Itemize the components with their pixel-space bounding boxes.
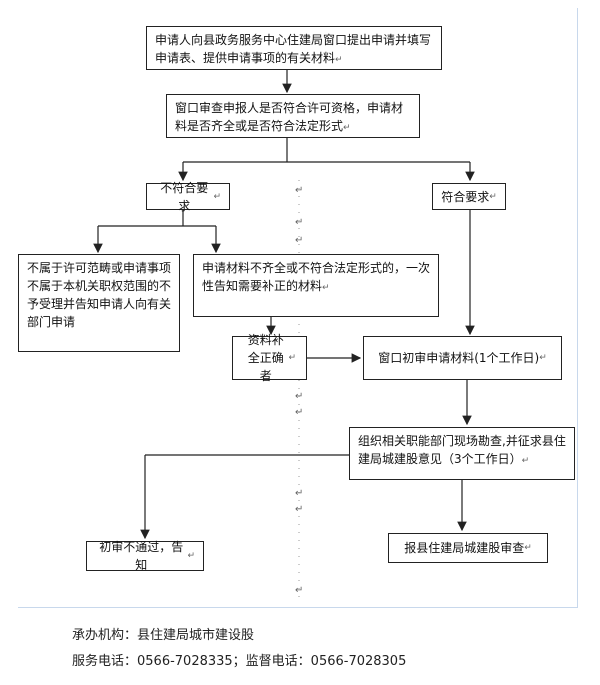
return-mark: ↵: [322, 283, 330, 293]
step-incomplete-text: 申请材料不齐全或不符合法定形式的，一次性告知需要补正的材料: [202, 261, 431, 293]
return-mark: ↵: [521, 456, 530, 466]
step-review: 窗口审查申报人是否符合许可资格，申请材料是否齐全或是否符合法定形式↵: [166, 94, 420, 138]
step-site-survey: 组织相关职能部门现场勘查,并征求县住建局城建股意见（3个工作日）↵: [349, 427, 575, 480]
return-mark: ↵: [295, 504, 304, 515]
footer-organization: 承办机构：县住建局城市建设股: [72, 628, 255, 643]
return-mark: ↵: [295, 217, 304, 228]
step-submit: 报县住建局城建股审查↵: [388, 533, 548, 563]
return-mark: ↵: [295, 185, 304, 196]
step-supplement-text: 资料补全正确者: [247, 333, 284, 383]
return-mark: ↵: [489, 191, 497, 202]
diagram-frame: [18, 8, 578, 608]
step-reject-notice: 初审不通过，告知↵: [86, 540, 204, 572]
step-qualified-text: 符合要求: [441, 189, 490, 204]
step-incomplete: 申请材料不齐全或不符合法定形式的，一次性告知需要补正的材料↵: [193, 254, 439, 317]
return-mark: ↵: [295, 391, 304, 402]
step-out-of-scope-text: 不属于许可范畴或申请事项不属于本机关职权范围的不予受理并告知申请人向有关部门申请: [27, 261, 172, 329]
return-mark: ↵: [187, 551, 195, 561]
step-not-qualified-text: 不符合要求: [160, 180, 209, 213]
step-initial-review-text: 窗口初审申请材料(1个工作日): [378, 351, 540, 365]
step-apply-text: 申请人向县政务服务中心住建局窗口提出申请并填写申请表、提供申请事项的有关材料: [155, 33, 432, 65]
step-out-of-scope: 不属于许可范畴或申请事项不属于本机关职权范围的不予受理并告知申请人向有关部门申请: [18, 254, 180, 352]
return-mark: ↵: [539, 353, 547, 363]
return-mark: ↵: [343, 123, 351, 133]
return-mark: ↵: [295, 585, 304, 596]
step-submit-text: 报县住建局城建股审查: [404, 541, 525, 555]
return-mark: ↵: [213, 191, 221, 202]
step-supplement: 资料补全正确者 ↵: [232, 333, 307, 383]
step-site-survey-text: 组织相关职能部门现场勘查,并征求县住建局城建股意见（3个工作日）: [358, 434, 566, 466]
step-reject-notice-text: 初审不通过，告知: [99, 540, 184, 572]
step-not-qualified: 不符合要求 ↵: [146, 181, 230, 213]
step-initial-review: 窗口初审申请材料(1个工作日)↵: [363, 336, 562, 380]
return-mark: ↵: [295, 407, 304, 418]
footer-phones: 服务电话：0566-7028335；监督电话：0566-7028305: [72, 654, 407, 669]
step-qualified: 符合要求↵: [432, 183, 506, 210]
return-mark: ↵: [295, 488, 304, 499]
return-mark: ↵: [335, 55, 343, 65]
step-review-text: 窗口审查申报人是否符合许可资格，申请材料是否齐全或是否符合法定形式: [175, 101, 404, 133]
return-mark: ↵: [295, 235, 304, 246]
return-mark: ↵: [524, 543, 532, 553]
step-apply: 申请人向县政务服务中心住建局窗口提出申请并填写申请表、提供申请事项的有关材料↵: [146, 26, 442, 70]
return-mark: ↵: [288, 353, 296, 363]
